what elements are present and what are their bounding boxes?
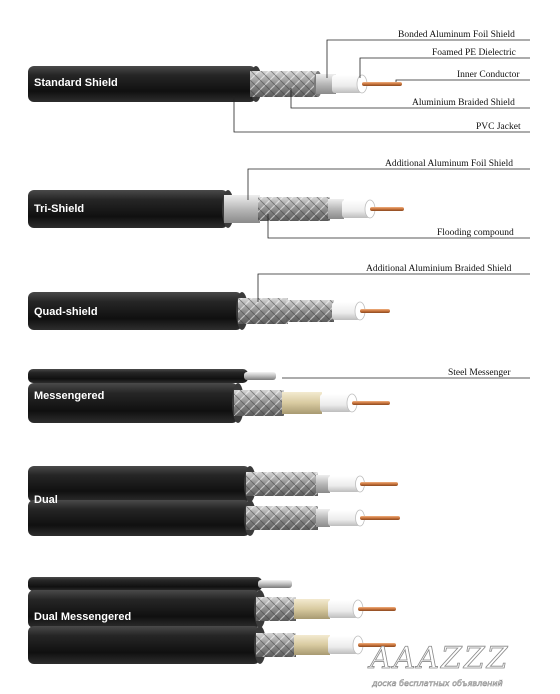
callout-label: Flooding compound — [437, 228, 514, 238]
callout-conductor: Inner Conductor — [395, 70, 530, 82]
callout-foil: Bonded Aluminum Foil Shield — [326, 30, 530, 78]
callout-label: Steel Messenger — [448, 368, 511, 378]
conductor-layer — [362, 82, 402, 86]
foil-layer — [316, 74, 336, 94]
lower-cable — [28, 500, 400, 536]
braid-layer — [234, 390, 284, 416]
messenger-jacket — [28, 369, 248, 383]
steel-messenger — [258, 580, 292, 588]
lower-cable — [28, 626, 396, 664]
cable-dual: Dual — [28, 466, 400, 536]
conductor-layer — [370, 207, 404, 211]
callout-label: Foamed PE Dielectric — [432, 48, 516, 58]
callout-label: Additional Aluminium Braided Shield — [366, 264, 512, 274]
outer-foil-layer — [224, 195, 260, 223]
callout-label: Aluminium Braided Shield — [412, 98, 515, 108]
inner-braid-layer — [286, 300, 334, 322]
cable-label: Tri-Shield — [34, 203, 84, 215]
outer-braid-layer — [238, 298, 288, 324]
conductor-layer — [360, 309, 390, 313]
cable-quad-shield: Quad-shield — [28, 292, 390, 330]
cable-label: Dual Messengered — [34, 611, 131, 623]
cable-label: Standard Shield — [34, 77, 118, 89]
callout-label: Inner Conductor — [457, 70, 520, 80]
watermark: AAAZZZ доска бесплатных объявлений — [367, 641, 510, 689]
cable-dual-messengered: Dual Messengered — [28, 577, 396, 664]
braid-layer — [258, 197, 330, 221]
callout-label: Bonded Aluminum Foil Shield — [398, 30, 515, 40]
watermark-tagline: доска бесплатных объявлений — [371, 679, 503, 688]
upper-cable — [28, 466, 398, 502]
jacket-layer — [28, 383, 244, 423]
cable-label: Messengered — [34, 390, 104, 402]
cable-messengered: Messengered — [28, 369, 390, 423]
dielectric-layer — [342, 199, 376, 219]
upper-cable — [28, 590, 396, 628]
dielectric-layer — [332, 74, 368, 94]
callout-label: PVC Jacket — [476, 122, 521, 132]
steel-messenger — [244, 372, 276, 380]
callout-label: Additional Aluminum Foil Shield — [385, 159, 513, 169]
braid-layer — [250, 71, 322, 97]
callout-additional-braid: Additional Aluminium Braided Shield — [257, 264, 530, 302]
conductor-layer — [352, 401, 390, 405]
cable-tri-shield: Tri-Shield — [28, 190, 404, 228]
callout-messenger: Steel Messenger — [282, 368, 530, 379]
cable-label: Dual — [34, 494, 58, 506]
messenger-jacket — [28, 577, 262, 591]
cable-label: Quad-shield — [34, 306, 98, 318]
dielectric-layer — [320, 393, 358, 413]
cable-standard-shield: Standard Shield — [28, 66, 402, 102]
callout-jacket: PVC Jacket — [233, 96, 530, 133]
callout-flooding: Flooding compound — [267, 214, 530, 239]
inner-foil-layer — [328, 199, 344, 219]
callout-additional-foil: Additional Aluminum Foil Shield — [247, 159, 530, 200]
foil-layer — [282, 392, 322, 414]
callout-braid: Aluminium Braided Shield — [290, 88, 530, 109]
callout-dielectric: Foamed PE Dielectric — [359, 48, 530, 78]
watermark-logo: AAAZZZ — [367, 641, 510, 676]
